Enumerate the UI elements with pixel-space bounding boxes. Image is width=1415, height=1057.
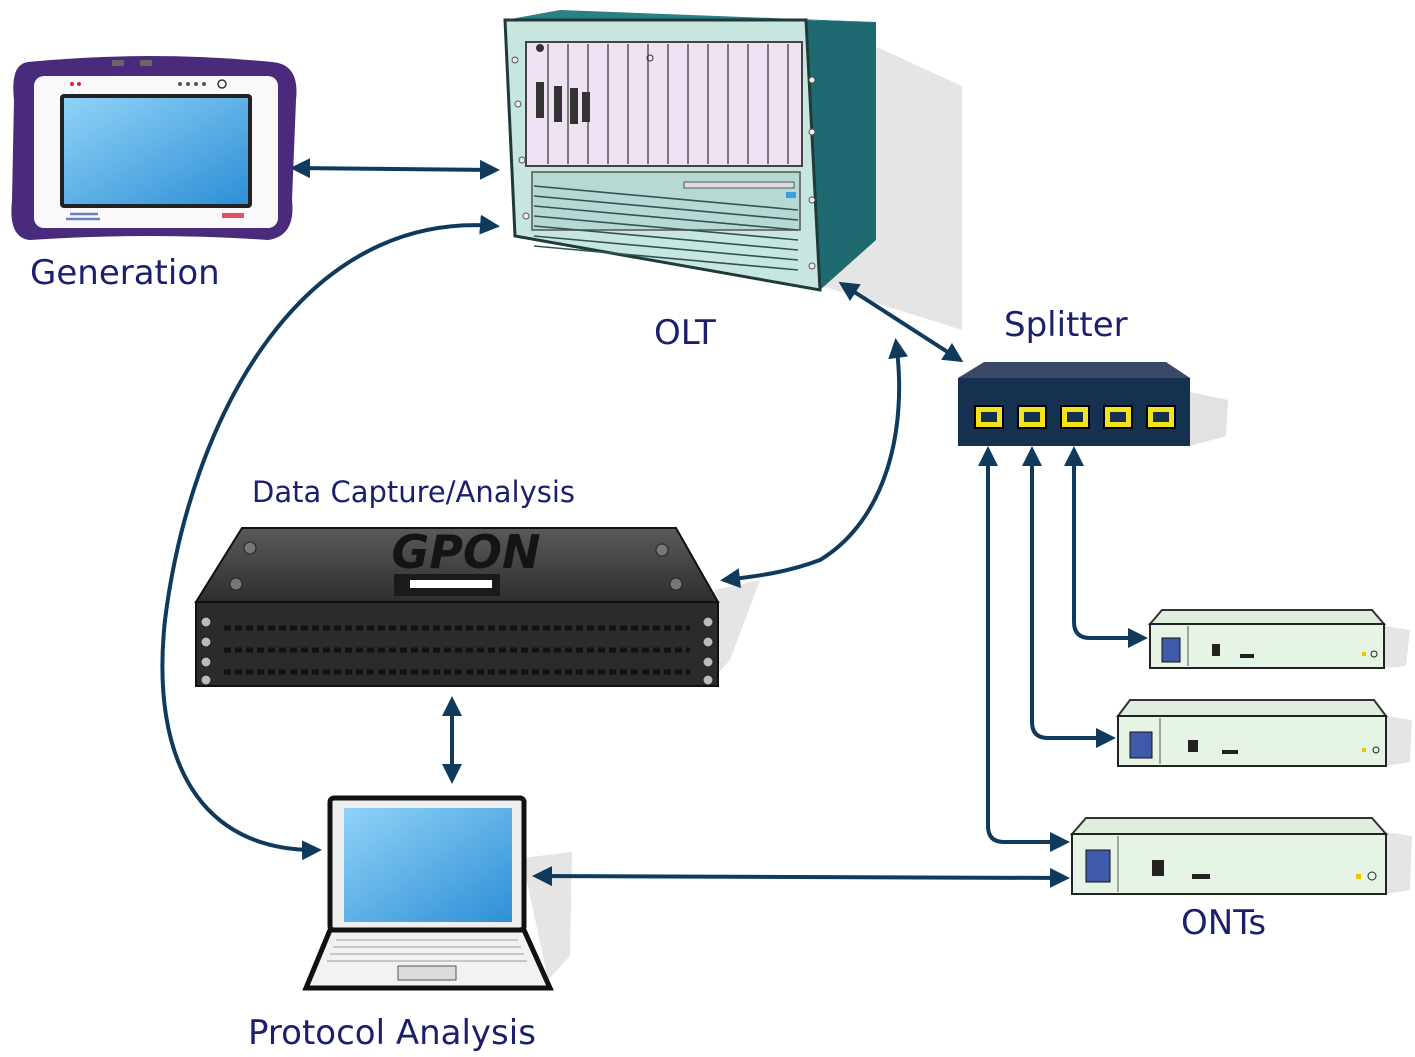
connector-olt-capture	[720, 338, 909, 589]
ont-icon	[1069, 817, 1412, 895]
connector-olt-splitter	[838, 281, 964, 363]
connector-splitter-ont-3	[978, 446, 1070, 852]
generation-label: Generation	[30, 253, 220, 293]
gpon-brand-text: GPON	[391, 525, 540, 579]
protocol-analysis-label: Protocol Analysis	[248, 1013, 536, 1053]
gpon-capture-box-icon: GPON	[194, 525, 760, 687]
connector-splitter-ont-1	[1064, 446, 1148, 648]
tablet-icon	[11, 56, 297, 240]
connector-olt-protocol	[160, 214, 500, 861]
connectors	[160, 158, 1148, 888]
splitter-icon	[958, 362, 1228, 446]
olt-chassis-icon	[503, 10, 962, 330]
ont-icon	[1116, 699, 1412, 767]
splitter-label: Splitter	[1004, 305, 1128, 345]
laptop-icon	[302, 795, 572, 991]
onts-label: ONTs	[1181, 903, 1267, 943]
data-capture-label: Data Capture/Analysis	[252, 475, 576, 509]
olt-label: OLT	[654, 313, 716, 353]
ont-icon	[1147, 609, 1410, 669]
connector-generation-olt	[290, 158, 500, 180]
connector-protocol-ont	[532, 866, 1070, 888]
